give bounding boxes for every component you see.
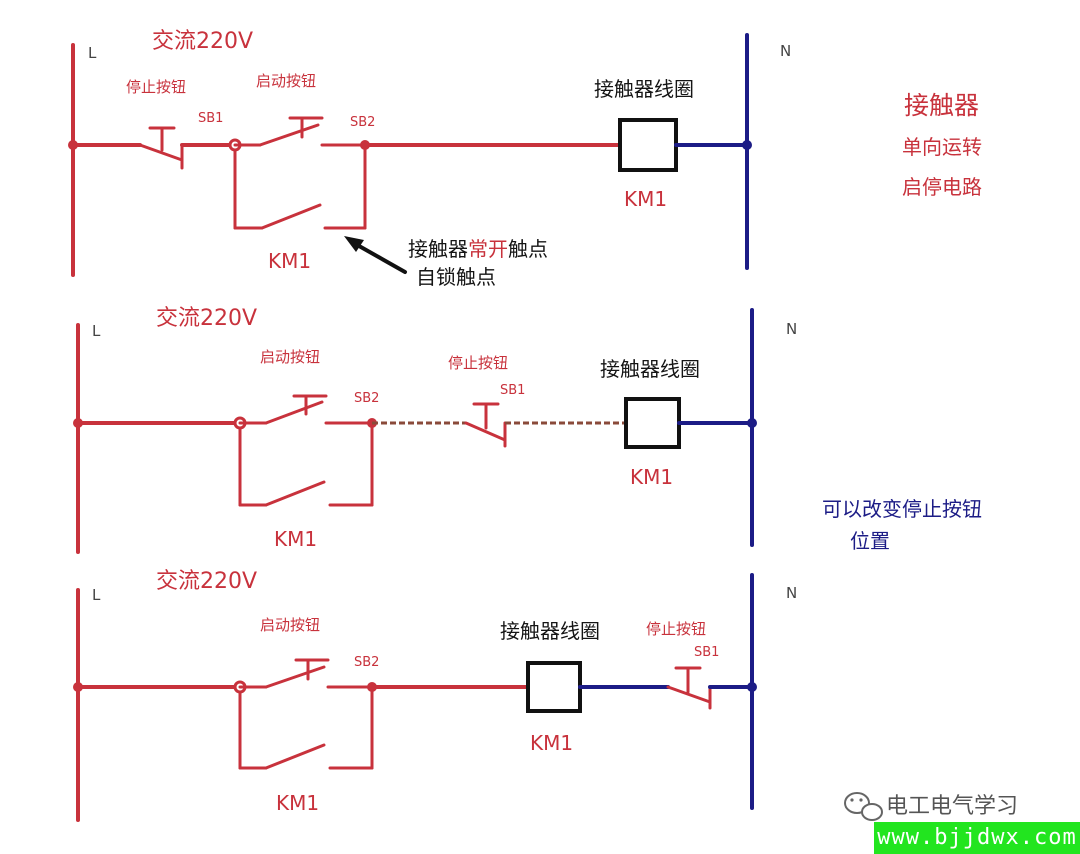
right-note-line3: 启停电路 bbox=[902, 175, 982, 199]
wechat-name: 电工电气学习 bbox=[886, 794, 1018, 819]
coil-label-3: 接触器线圈 bbox=[500, 619, 600, 643]
contact-name-3: KM1 bbox=[276, 791, 319, 815]
start-button-sb2-3 bbox=[238, 658, 374, 689]
move-stop-note-1: 可以改变停止按钮 bbox=[822, 497, 982, 521]
coil-km1-1 bbox=[618, 118, 678, 172]
n-label-1: N bbox=[780, 42, 791, 60]
sb2-label-2: SB2 bbox=[354, 391, 379, 406]
power-label-2: 交流220V bbox=[156, 306, 257, 331]
power-label-3: 交流220V bbox=[156, 569, 257, 594]
stop-label-2: 停止按钮 bbox=[448, 354, 508, 372]
km1-self-lock-contact-2 bbox=[238, 421, 374, 507]
stop-label-1: 停止按钮 bbox=[126, 78, 186, 96]
start-label-1: 启动按钮 bbox=[256, 72, 316, 90]
wechat-watermark: 电工电气学习 bbox=[844, 792, 1018, 821]
coil-name-1: KM1 bbox=[624, 187, 667, 211]
km1-self-lock-contact-3 bbox=[238, 685, 374, 770]
l-label-2: L bbox=[92, 322, 101, 340]
move-stop-note-2: 位置 bbox=[850, 529, 890, 553]
sb1-label-3: SB1 bbox=[694, 645, 719, 660]
stop-label-3: 停止按钮 bbox=[646, 620, 706, 638]
contact-name-1: KM1 bbox=[268, 249, 311, 273]
start-label-2: 启动按钮 bbox=[260, 348, 320, 366]
start-button-sb2-1 bbox=[233, 116, 367, 147]
coil-name-2: KM1 bbox=[630, 465, 673, 489]
km1-self-lock-contact-1 bbox=[233, 143, 367, 230]
circuit-1: 交流220V L N 停止按钮 SB1 启动按钮 SB2 接触器线圈 KM1 K… bbox=[68, 29, 982, 289]
wechat-icon bbox=[844, 792, 883, 821]
stop-button-sb1-1 bbox=[138, 126, 184, 170]
right-note-line2: 单向运转 bbox=[902, 135, 982, 159]
l-label-3: L bbox=[92, 586, 101, 604]
sb1-label-1: SB1 bbox=[198, 111, 223, 126]
start-button-sb2-2 bbox=[238, 394, 374, 425]
l-label-1: L bbox=[88, 44, 97, 62]
coil-label-2: 接触器线圈 bbox=[600, 357, 700, 381]
self-lock-note-2: 自锁触点 bbox=[416, 265, 496, 289]
self-lock-note-1: 接触器常开触点 bbox=[408, 237, 548, 261]
n-label-2: N bbox=[786, 320, 797, 338]
power-label-1: 交流220V bbox=[152, 29, 253, 54]
circuit-2: 交流220V L N 启动按钮 SB2 停止按钮 SB1 接触器线圈 KM1 K… bbox=[73, 306, 982, 554]
coil-label-1: 接触器线圈 bbox=[594, 77, 694, 101]
stop-button-sb1-3 bbox=[666, 666, 712, 710]
start-label-3: 启动按钮 bbox=[260, 616, 320, 634]
coil-km1-2 bbox=[624, 397, 681, 449]
coil-km1-3 bbox=[526, 661, 582, 713]
stop-button-sb1-2 bbox=[464, 402, 507, 448]
sb2-label-1: SB2 bbox=[350, 115, 375, 130]
self-lock-arrow bbox=[344, 236, 407, 274]
sb2-label-3: SB2 bbox=[354, 655, 379, 670]
coil-name-3: KM1 bbox=[530, 731, 573, 755]
contact-name-2: KM1 bbox=[274, 527, 317, 551]
website-url: www.bjjdwx.com bbox=[874, 822, 1080, 854]
sb1-label-2: SB1 bbox=[500, 383, 525, 398]
right-note-title: 接触器 bbox=[904, 91, 979, 120]
n-label-3: N bbox=[786, 584, 797, 602]
circuit-3: 交流220V L N 启动按钮 SB2 接触器线圈 KM1 停止按钮 SB1 K… bbox=[73, 569, 797, 822]
